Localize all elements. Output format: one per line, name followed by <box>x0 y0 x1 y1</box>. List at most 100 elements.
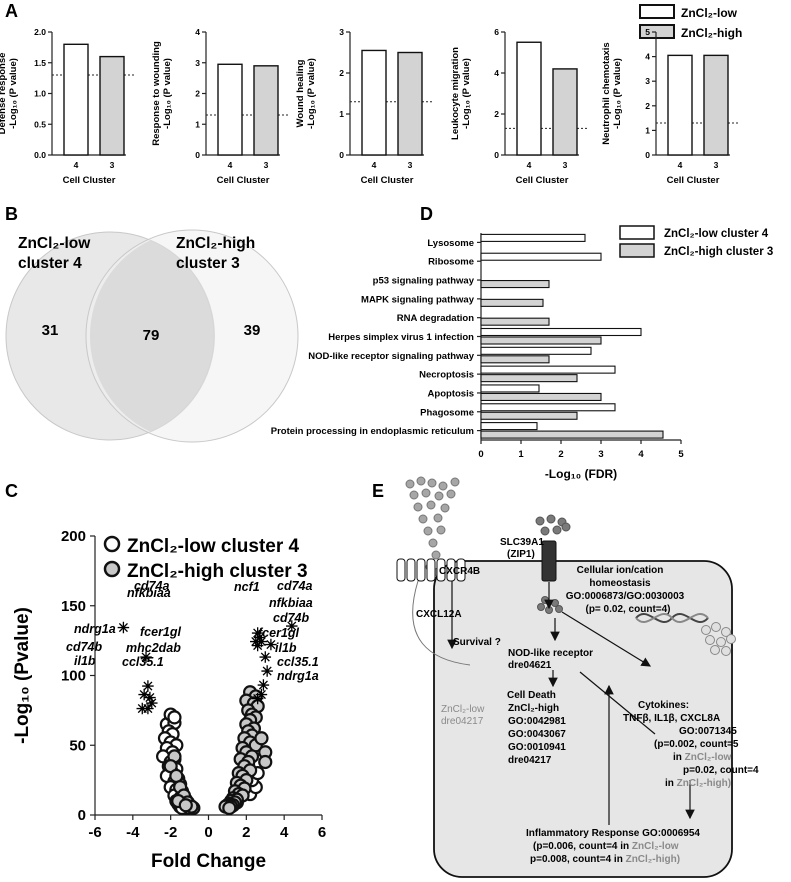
e-zip1: (ZIP1) <box>507 549 535 560</box>
e-slc39a1: SLC39A1 <box>500 537 544 548</box>
e-infl-2: (p=0.006, count=4 in ZnCl₂-low <box>533 841 679 852</box>
c-gene-star: ✳ <box>265 637 278 654</box>
d-bar-low <box>480 327 642 337</box>
panel-label-b: B <box>5 204 18 224</box>
y-axis-title: Neutrophil chemotaxis <box>601 42 612 144</box>
y-tick-label: 6 <box>494 27 499 37</box>
e-cyto-1: Cytokines: <box>638 700 689 711</box>
c-x-tick-label: 6 <box>318 824 326 841</box>
d-bar-low <box>480 252 602 261</box>
y-tick-label: 1 <box>195 119 200 129</box>
y-axis-title: Defense response <box>0 53 8 135</box>
d-category-label: p53 signaling pathway <box>373 276 475 287</box>
gene-label-ccl35-right: ccl35.1 <box>277 655 319 669</box>
gene-label-fcer1gl-right: fcer1gl <box>258 626 300 640</box>
cxcl12a-dot <box>421 488 431 498</box>
x-tick-label: 3 <box>264 160 269 170</box>
bar-3 <box>253 65 279 156</box>
c-point-high <box>222 800 237 816</box>
cytokine-dot <box>716 637 726 647</box>
panel-e-diagram: CXCL12A CXCR4B SLC39A1 (ZIP1) Cellular i… <box>396 476 759 878</box>
cxcl12a-dot <box>436 525 446 535</box>
venn-right-title-2: cluster 3 <box>176 255 240 272</box>
panel-label-a: A <box>5 1 18 21</box>
d-x-tick-label: 0 <box>478 449 483 460</box>
c-gene-star: ✳ <box>136 701 149 718</box>
x-axis-label: Cell Cluster <box>516 175 569 186</box>
d-legend-label-low: ZnCl₂-low cluster 4 <box>664 228 769 240</box>
d-category-label: Lysosome <box>427 238 474 249</box>
d-legend-label-high: ZnCl₂-high cluster 3 <box>664 246 773 258</box>
c-gene-star: ✳ <box>250 634 263 651</box>
d-bar-low <box>480 422 538 431</box>
bar-4 <box>361 49 387 156</box>
e-cyto-3: GO:0071345 <box>679 726 737 737</box>
gene-label-mhc2dab: mhc2dab <box>126 641 181 655</box>
c-x-tick-label: -2 <box>164 824 177 841</box>
y-axis-unit: -Log₁₀ (P value) <box>612 58 623 129</box>
zinc-ion-dot <box>540 526 550 536</box>
y-tick-label: 1 <box>645 125 650 135</box>
zip1-transporter-icon <box>541 540 557 582</box>
y-tick-label: 4 <box>494 68 499 78</box>
y-tick-label: 0 <box>195 150 200 160</box>
cxcl12a-dot <box>440 503 450 513</box>
y-axis-title: Response to wounding <box>151 41 162 146</box>
y-tick-label: 5 <box>645 27 650 37</box>
c-gene-star: ✳ <box>144 690 157 707</box>
gene-label-nfkbiaa-right: nfkbiaa <box>269 596 313 610</box>
legend-label-low: ZnCl₂-low <box>681 6 738 20</box>
e-cyto-5: in ZnCl₂-low <box>673 752 732 763</box>
e-survival: Survival ? <box>453 637 501 648</box>
d-x-axis-label: -Log₁₀ (FDR) <box>545 467 617 481</box>
d-bar-high <box>480 317 550 326</box>
cxcl12a-dot <box>450 477 460 487</box>
c-gene-star: ✳ <box>140 649 153 666</box>
y-tick-label: 0.5 <box>34 119 46 129</box>
cxcl12a-dot <box>409 490 419 500</box>
venn-count-left: 31 <box>42 322 59 339</box>
cell-body <box>433 560 733 878</box>
d-bar-low <box>480 233 586 242</box>
cxcl12a-dot <box>438 481 448 491</box>
cytokine-dot <box>710 645 720 655</box>
bar-3 <box>552 68 578 156</box>
d-bar-high <box>480 279 550 289</box>
c-gene-star: ✳ <box>251 691 264 708</box>
panel-a-legend: ZnCl₂-low ZnCl₂-high <box>639 4 742 40</box>
d-bar-high <box>480 336 602 345</box>
venn-left-title-2: cluster 4 <box>18 255 82 272</box>
e-cyto-7: in ZnCl₂-high) <box>665 778 731 789</box>
panel-label-c: C <box>5 481 18 501</box>
d-x-tick-label: 5 <box>678 449 684 460</box>
c-legend-label-high: ZnCl₂-high cluster 3 <box>127 561 308 582</box>
zinc-ion-dot <box>546 514 556 524</box>
cytokine-dot <box>721 646 731 656</box>
e-death-6: dre04217 <box>508 755 552 766</box>
y-tick-label: 1.0 <box>34 89 46 99</box>
cxcl12a-dot <box>413 502 423 512</box>
gene-label-il1b-right: il1b <box>275 641 297 655</box>
c-x-tick-label: 2 <box>242 824 250 841</box>
d-category-label: Necroptosis <box>419 370 474 381</box>
e-cyto-4: (p=0.002, count=5 <box>654 739 739 750</box>
d-bar-low <box>480 346 592 355</box>
d-bar-high <box>480 355 550 364</box>
c-point-high <box>254 731 269 746</box>
cxcl12a-dot <box>433 513 443 523</box>
d-bar-low <box>480 384 540 393</box>
cxcl12a-dot <box>427 478 437 488</box>
c-gene-star: ✳ <box>251 638 264 655</box>
d-x-tick-label: 4 <box>638 449 644 460</box>
y-tick-label: 3 <box>339 27 344 37</box>
venn-count-both: 79 <box>143 327 160 344</box>
y-tick-label: 3 <box>645 76 650 86</box>
e-homeo-2: homeostasis <box>589 578 651 589</box>
x-tick-label: 4 <box>228 160 233 170</box>
c-gene-star: ✳ <box>145 695 158 712</box>
panel-c-volcano: ZnCl₂-low cluster 4 ZnCl₂-high cluster 3… <box>12 528 326 872</box>
e-death-5: GO:0010941 <box>508 742 566 753</box>
x-tick-label: 4 <box>74 160 79 170</box>
